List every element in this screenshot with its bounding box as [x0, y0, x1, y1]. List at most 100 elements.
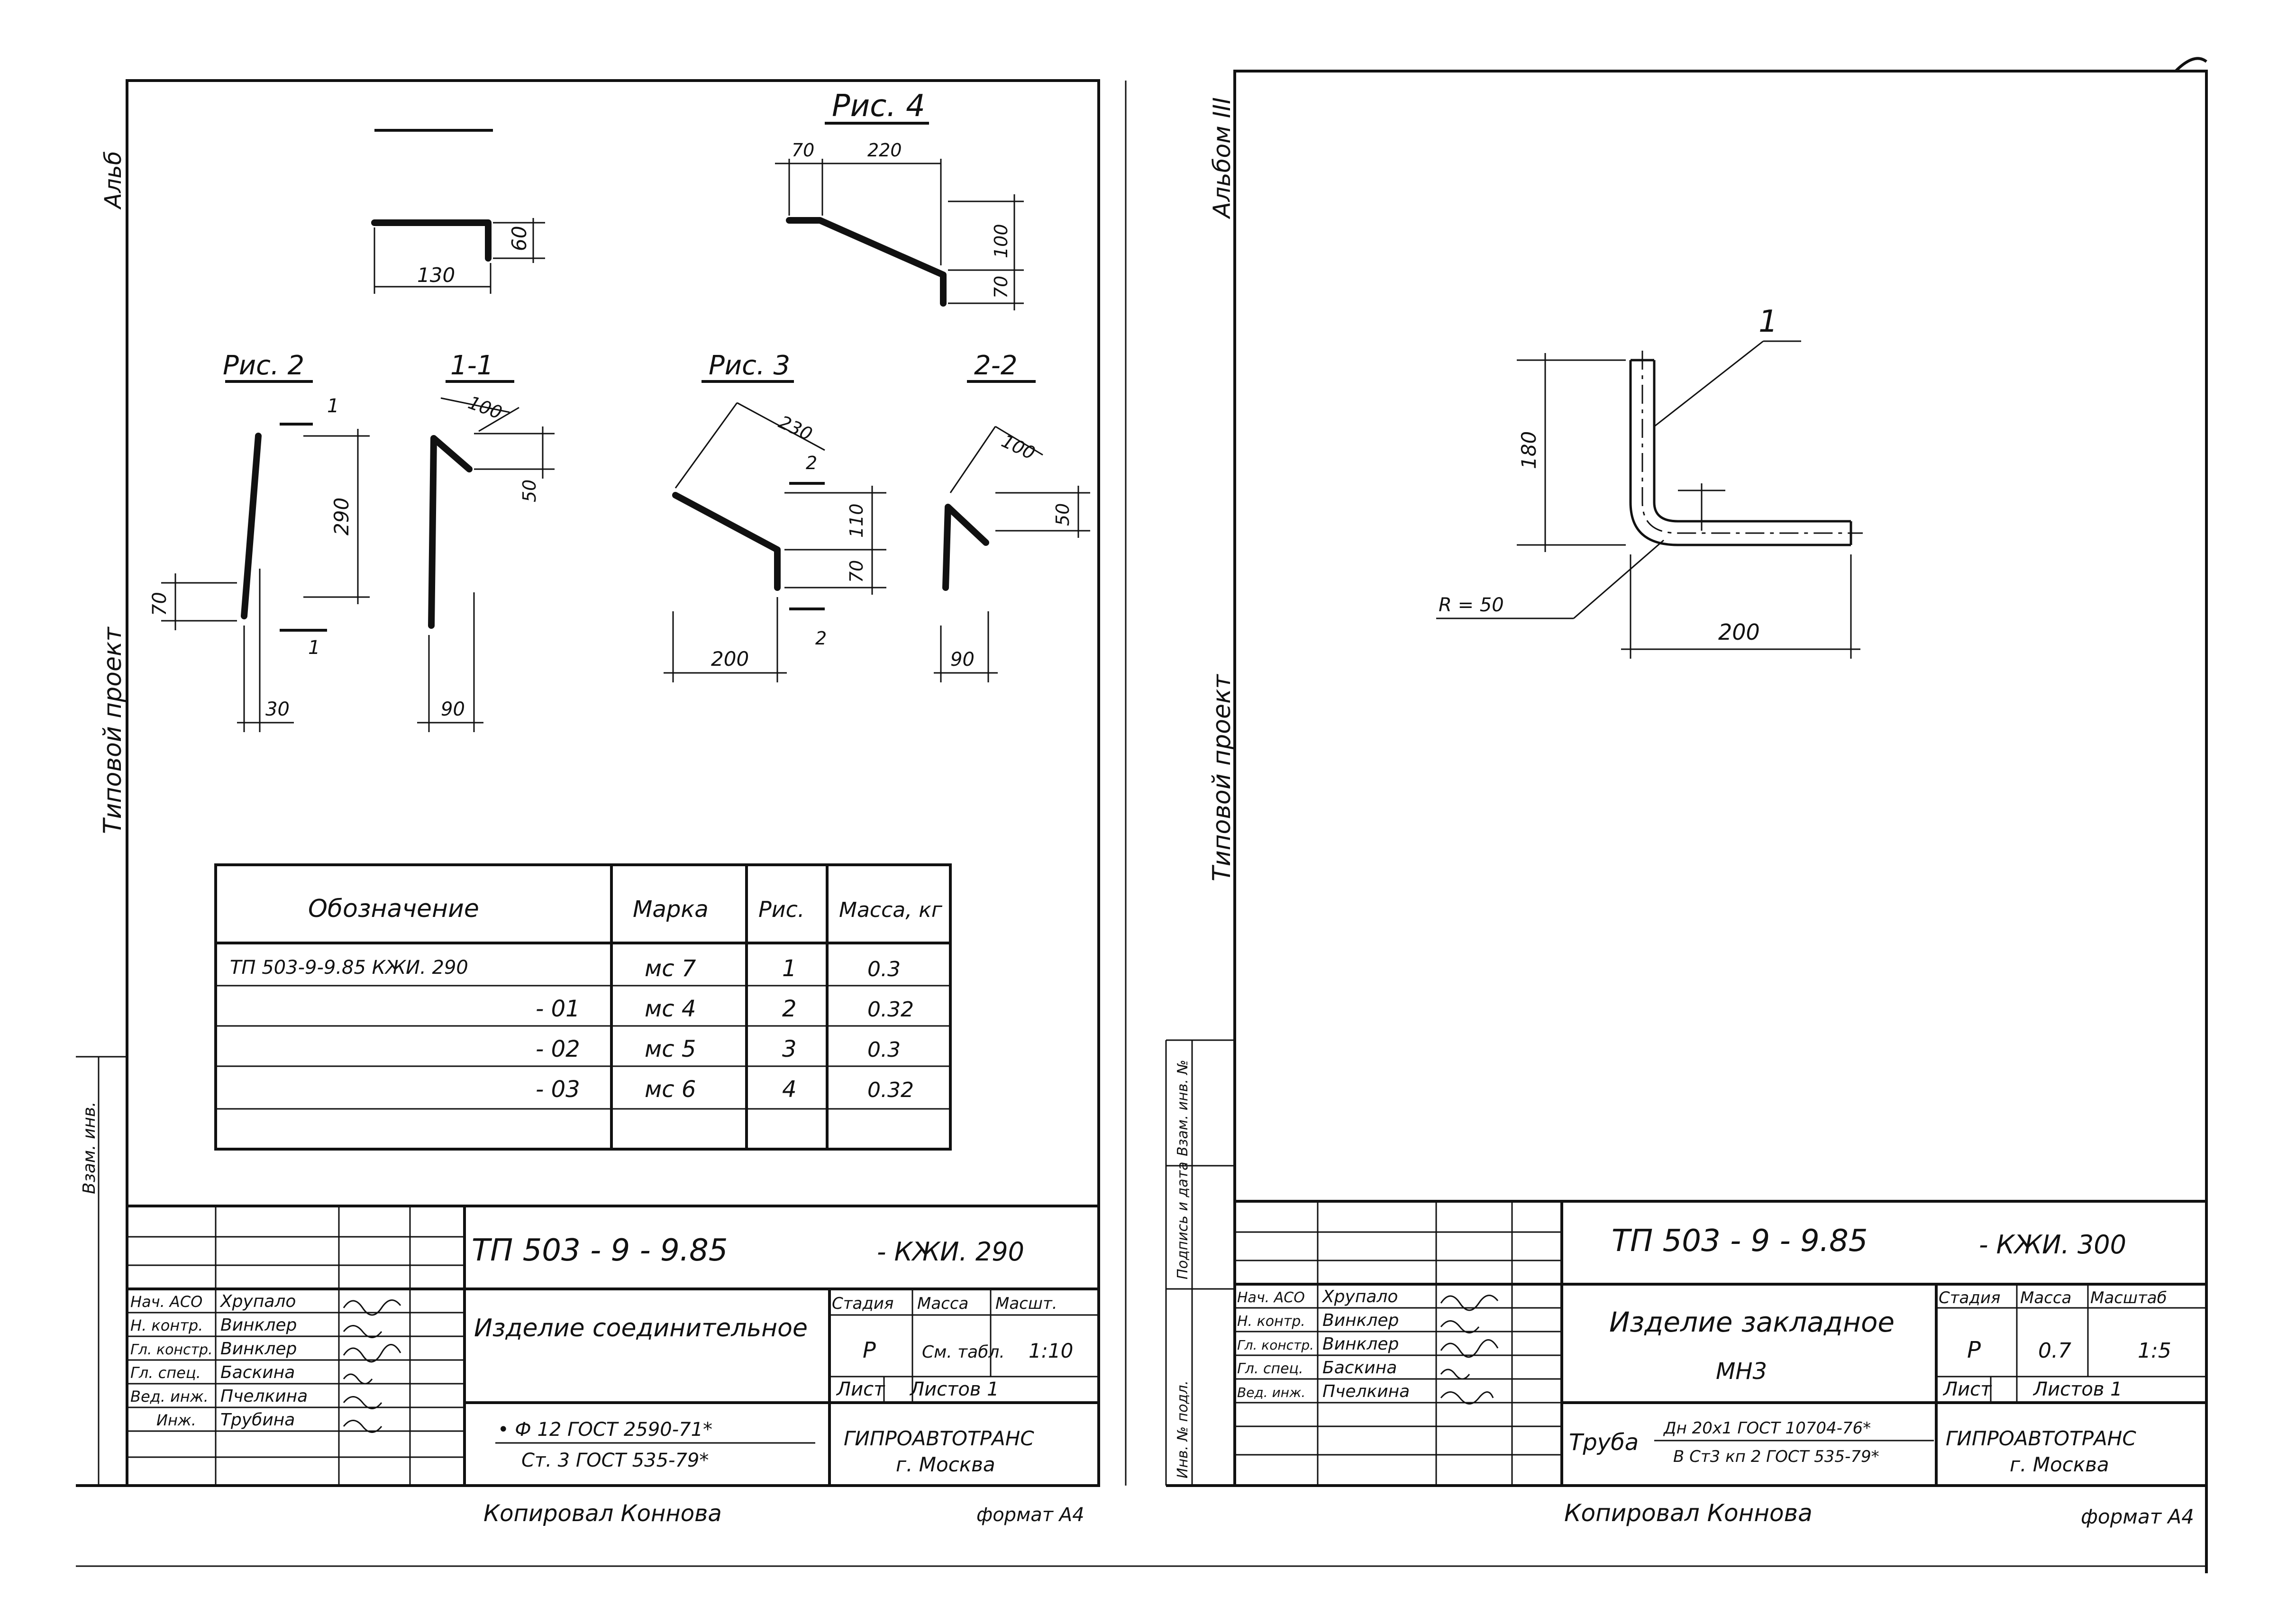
right-code-suffix: - КЖИ. 300	[1979, 1230, 2126, 1260]
table-row-1-mark: мс 7	[645, 955, 696, 982]
left-staff-role-4: Гл. спец.	[130, 1364, 201, 1382]
right-frame	[1233, 70, 2208, 1487]
fig4-d1: 70	[792, 140, 814, 161]
table-row-1-designation: ТП 503-9-9.85 КЖИ. 290	[230, 957, 468, 979]
right-signature-5	[1440, 1391, 1494, 1405]
table-row-4-fig: 4	[782, 1076, 797, 1103]
sec11-shape	[428, 435, 473, 629]
right-staff-name-1: Хрупало	[1321, 1287, 1398, 1306]
right-signature-4	[1440, 1369, 1470, 1380]
right-signature-2	[1440, 1320, 1480, 1333]
right-staff-role-5: Вед. инж.	[1237, 1385, 1305, 1400]
left-staff-name-3: Винклер	[220, 1339, 297, 1359]
right-item-subname: МН3	[1716, 1358, 1767, 1385]
fig3-d1: 230	[775, 411, 815, 445]
right-mass: 0.7	[2038, 1339, 2071, 1363]
left-code-suffix: - КЖИ. 290	[877, 1237, 1024, 1267]
sec11-d1: 100	[465, 392, 505, 423]
fig4-d4: 70	[991, 276, 1011, 299]
left-side-stamp-label: Взам. инв.	[80, 1101, 99, 1194]
fig3: Рис. 3 230 2 2 110 70 200	[664, 350, 886, 682]
pipe-outer	[1629, 360, 1851, 546]
sec22-d2: 50	[1052, 503, 1073, 526]
right-stamp-label-2: Подпись и дата	[1175, 1162, 1191, 1280]
left-org: ГИПРОАВТОТРАНС	[844, 1427, 1034, 1450]
table-row-3-mass: 0.3	[867, 1038, 901, 1062]
right-format: формат А4	[2081, 1505, 2194, 1528]
sec22-shape	[942, 504, 989, 591]
right-stage: Р	[1967, 1337, 1981, 1363]
fig3-cut-top: 2	[806, 453, 817, 473]
left-material-1: • Ф 12 ГОСТ 2590-71*	[498, 1419, 712, 1441]
fig3-d2: 110	[846, 503, 867, 538]
left-staff-role-5: Вед. инж.	[130, 1387, 209, 1405]
fig4-d2: 220	[867, 140, 902, 161]
fig2-d-w: 30	[265, 698, 290, 720]
right-staff-role-3: Гл. констр.	[1237, 1337, 1314, 1353]
fig3-d3: 70	[846, 560, 867, 583]
section-2-2: 2-2 100 50 90	[934, 350, 1090, 682]
table-header-mark: Марка	[633, 896, 709, 923]
pipe-figure: 1 180 200 R = 50	[1436, 304, 1863, 659]
fig2-d-end: 70	[149, 592, 171, 616]
top-part-figure: 130 60	[371, 129, 545, 294]
left-staff-name-5: Пчелкина	[220, 1387, 308, 1406]
right-sheet: Альбом III Типовой проект Инв. № подл. П…	[1165, 57, 2208, 1573]
right-side-label-top: Альбом III	[1208, 97, 1236, 219]
left-stage-label: Стадия	[832, 1294, 893, 1313]
left-staff-name-1: Хрупало	[219, 1292, 296, 1311]
right-staff-role-4: Гл. спец.	[1237, 1360, 1303, 1377]
pipe-inner	[1653, 360, 1851, 523]
left-side-label-top: Альб	[100, 151, 127, 210]
left-staff-name-6: Трубина	[220, 1410, 295, 1430]
table-row-1-mass: 0.3	[867, 957, 901, 981]
left-signature-4	[343, 1373, 373, 1385]
table-row-3-fig: 3	[782, 1036, 797, 1062]
left-signature-2	[343, 1325, 383, 1338]
left-staff-name-4: Баскина	[220, 1363, 295, 1382]
left-side-label-mid: Типовой проект	[99, 626, 127, 834]
table-row-4-designation: - 03	[536, 1076, 580, 1103]
section-1-1: 1-1 100 50 90	[417, 350, 555, 732]
pipe-dim-h: 180	[1517, 431, 1540, 469]
left-title-block: ТП 503 - 9 - 9.85 - КЖИ. 290 Изделие сое…	[127, 1205, 1099, 1527]
right-city: г. Москва	[2010, 1453, 2109, 1476]
top-part-dim-len: 130	[417, 263, 455, 287]
left-mass-label: Масса	[917, 1294, 968, 1313]
left-signature-3	[343, 1344, 401, 1363]
left-staff-role-6: Инж.	[156, 1411, 196, 1429]
right-code: ТП 503 - 9 - 9.85	[1612, 1224, 1868, 1259]
fig2-shape	[241, 433, 262, 619]
right-org: ГИПРОАВТОТРАНС	[1946, 1427, 2136, 1450]
left-scale: 1:10	[1029, 1339, 1073, 1362]
right-staff-name-3: Винклер	[1322, 1334, 1399, 1354]
left-staff-role-1: Нач. АСО	[130, 1293, 202, 1311]
left-staff-name-2: Винклер	[220, 1315, 297, 1335]
left-material-2: Ст. 3 ГОСТ 535-79*	[521, 1450, 709, 1471]
sec11-d3: 90	[441, 698, 465, 720]
table-row-2-designation: - 01	[536, 996, 580, 1022]
sec11-title: 1-1	[450, 350, 493, 381]
table-header-fig: Рис.	[758, 897, 805, 922]
right-scale-label: Масштаб	[2090, 1288, 2167, 1307]
table-row-4-mark: мс 6	[645, 1076, 696, 1103]
fig3-d4: 200	[711, 647, 749, 671]
left-item-name: Изделие соединительное	[474, 1314, 808, 1342]
table-row-2-fig: 2	[782, 996, 797, 1022]
table-row-3-designation: - 02	[536, 1036, 580, 1062]
left-sheet: Альб Типовой проект Взам. инв. 130 60 Ри…	[76, 79, 1127, 1527]
left-format: формат А4	[976, 1504, 1084, 1526]
left-mass: См. табл.	[922, 1342, 1005, 1362]
fig3-shape	[672, 492, 781, 591]
left-stage: Р	[863, 1337, 876, 1363]
fig4: Рис. 4 70 220 100 70	[775, 89, 1024, 310]
left-frame	[126, 79, 1100, 1487]
pipe-axis	[1641, 351, 1863, 534]
top-part-shape	[371, 219, 492, 262]
left-signature-6	[343, 1420, 383, 1433]
fig4-d3: 100	[991, 224, 1011, 258]
table-row-3-mark: мс 5	[645, 1036, 696, 1062]
sec11-d2: 50	[519, 480, 540, 502]
right-stamp-label-3: Взам. инв. №	[1175, 1060, 1191, 1156]
